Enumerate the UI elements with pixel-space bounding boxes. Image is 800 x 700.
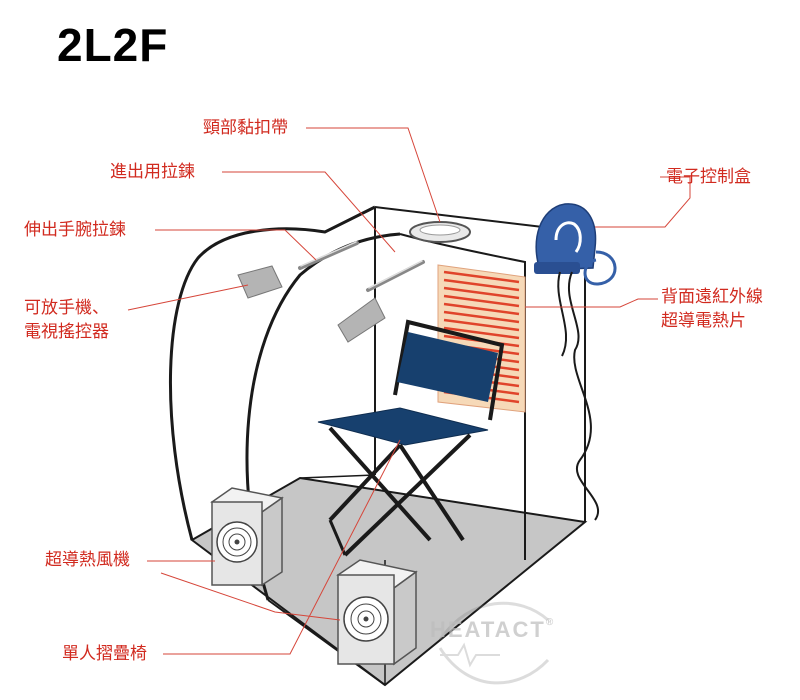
hot-air-fan-right bbox=[336, 559, 418, 666]
heatact-watermark bbox=[438, 601, 550, 685]
heatact-brand: HEATACT® bbox=[430, 617, 555, 643]
tent-back-floor-edge bbox=[299, 474, 376, 479]
chair-back-cloth bbox=[397, 332, 498, 402]
arm-zipper-bar-highlight bbox=[300, 241, 357, 267]
label-entry-zipper-text: 進出用拉鍊 bbox=[110, 162, 195, 182]
label-neck-strap: 頸部黏扣帶 bbox=[203, 116, 288, 140]
label-chair: 單人摺疊椅 bbox=[62, 642, 147, 666]
phone-pocket-left bbox=[237, 265, 283, 299]
entry-zipper-bar bbox=[366, 260, 425, 292]
label-entry-zipper: 進出用拉鍊 bbox=[110, 160, 195, 184]
hot-air-fan-left bbox=[210, 487, 284, 587]
label-phone-pocket: 可放手機、 電視搖控器 bbox=[24, 296, 109, 344]
label-phone-line1: 可放手機、 bbox=[24, 298, 109, 318]
label-heater-line1: 背面遠紅外線 bbox=[661, 287, 763, 307]
phone-pocket-right bbox=[337, 297, 386, 343]
leader-chair bbox=[163, 439, 401, 655]
neck-ring-inner bbox=[419, 224, 461, 236]
leader-entry-zipper bbox=[222, 171, 396, 253]
leader-fan-2 bbox=[160, 572, 341, 621]
label-arm-zipper: 伸出手腕拉鍊 bbox=[24, 218, 126, 242]
leader-heater bbox=[525, 298, 658, 308]
folding-chair bbox=[317, 319, 505, 557]
model-title: 2L2F bbox=[57, 19, 169, 71]
control-cable-2 bbox=[557, 271, 568, 357]
label-heater: 背面遠紅外線 超導電熱片 bbox=[661, 285, 763, 333]
tent-front-frame bbox=[168, 205, 376, 541]
electronic-control-box bbox=[534, 203, 617, 286]
brand-mark: ® bbox=[545, 617, 556, 628]
label-heater-line2: 超導電熱片 bbox=[661, 311, 746, 331]
chair-back-frame bbox=[393, 319, 505, 421]
leader-control-box bbox=[595, 176, 691, 228]
leader-arm-zipper bbox=[155, 229, 317, 261]
label-phone-line2: 電視搖控器 bbox=[24, 322, 109, 342]
label-neck-strap-text: 頸部黏扣帶 bbox=[203, 118, 288, 138]
arm-zipper-bar bbox=[298, 241, 359, 270]
brand-name: HEATACT bbox=[430, 617, 546, 642]
chair-seat bbox=[317, 407, 489, 446]
tent-front-bottom bbox=[267, 599, 386, 686]
leader-lines bbox=[127, 127, 691, 655]
label-fan-text: 超導熱風機 bbox=[45, 550, 130, 570]
leader-phone-pocket bbox=[127, 284, 249, 311]
entry-zipper-bar-highlight bbox=[368, 260, 423, 289]
label-control-box-text: 電子控制盒 bbox=[666, 167, 751, 187]
control-cable bbox=[567, 271, 599, 521]
label-arm-zipper-text: 伸出手腕拉鍊 bbox=[24, 220, 126, 240]
leader-neck-strap bbox=[306, 127, 441, 223]
label-chair-text: 單人摺疊椅 bbox=[62, 644, 147, 664]
label-fan: 超導熱風機 bbox=[45, 548, 130, 572]
label-control-box: 電子控制盒 bbox=[666, 165, 751, 189]
